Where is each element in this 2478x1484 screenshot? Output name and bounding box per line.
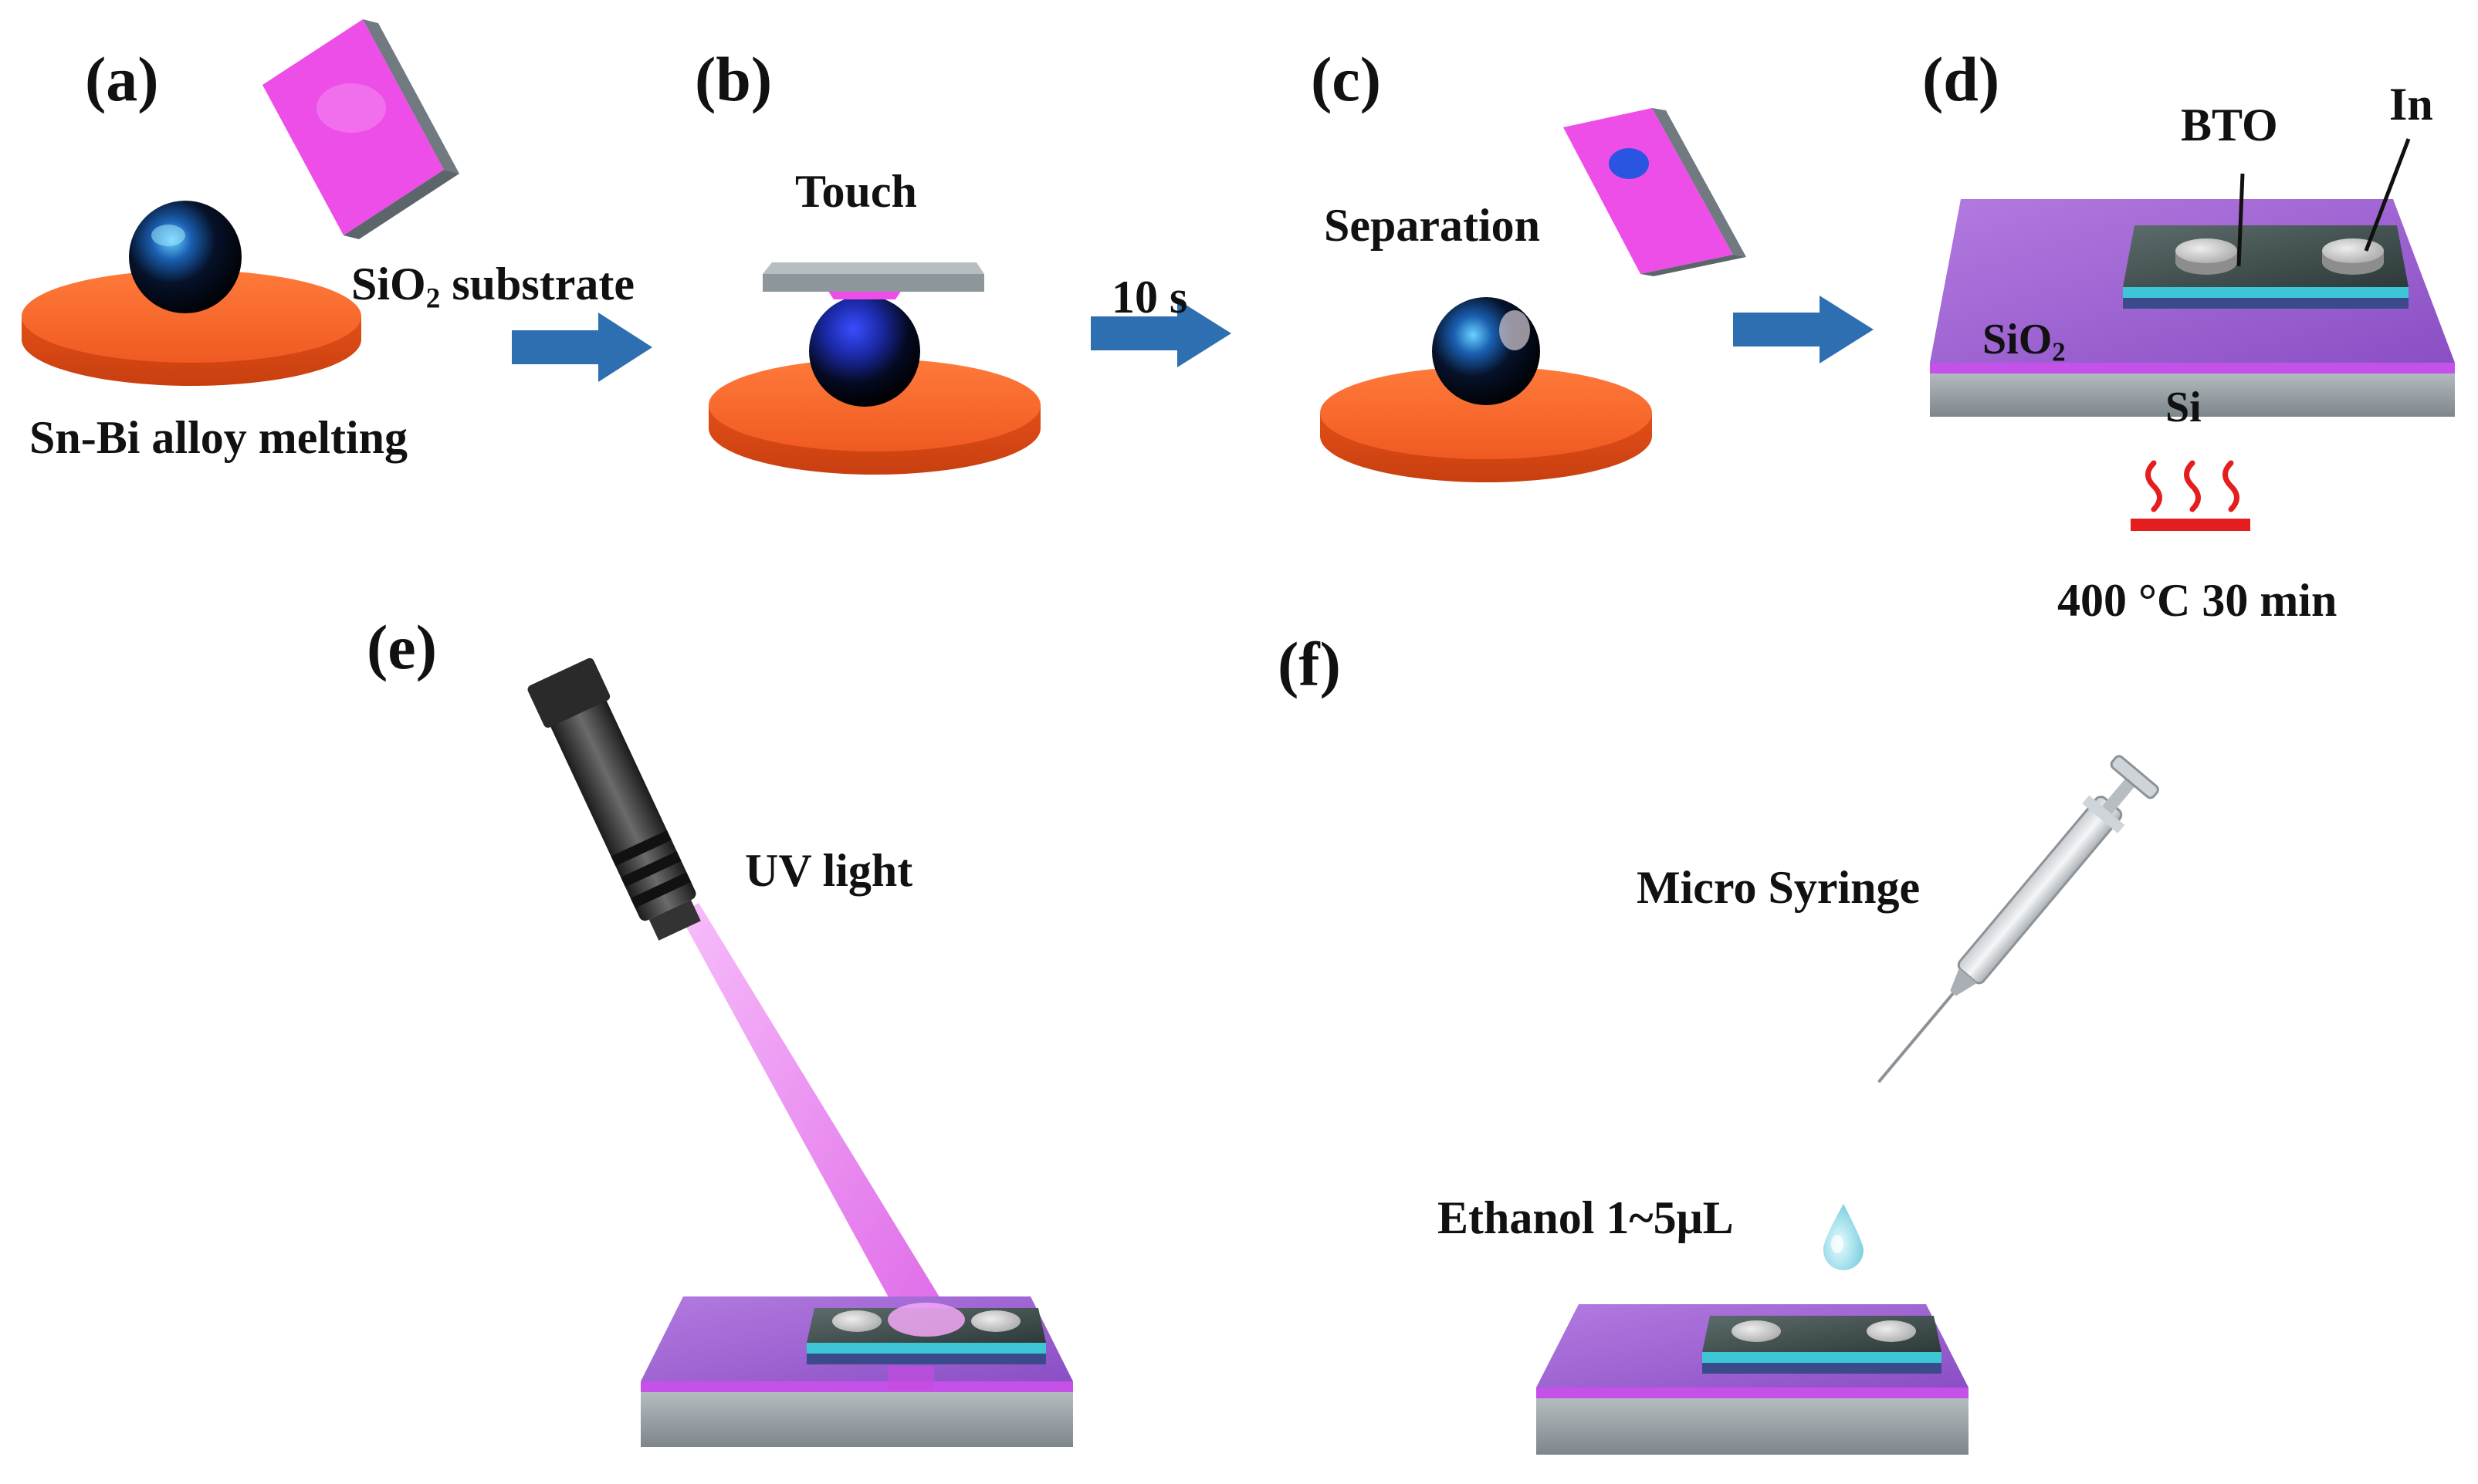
substrate-touch-b [763, 262, 984, 299]
anneal-label: 400 °C 30 min [2057, 575, 2338, 626]
substrate-label: SiO2 substrate [351, 259, 635, 315]
micro-syringe-label: Micro Syringe [1637, 862, 1921, 913]
alloy-droplet-b [809, 296, 920, 407]
indium-label: In [2389, 79, 2433, 130]
micro-syringe [1877, 755, 2159, 1083]
time-label: 10 s [1112, 272, 1188, 323]
substrate-separated-c [1563, 108, 1746, 276]
hotplate-c [1320, 367, 1652, 482]
indium-pad-left-d [2175, 238, 2237, 275]
ethanol-droplet [1823, 1204, 1864, 1270]
device-f [1536, 1304, 1969, 1455]
hotplate-a [22, 270, 361, 386]
substrate-tilted-a [262, 19, 459, 239]
ethanol-label: Ethanol 1~5μL [1437, 1192, 1734, 1243]
arrow-a-b [512, 313, 652, 382]
separation-label: Separation [1324, 200, 1541, 251]
touch-label: Touch [795, 166, 917, 217]
panel-label-d: (d) [1922, 44, 2000, 114]
bto-label: BTO [2181, 100, 2278, 150]
alloy-label: Sn-Bi alloy melting [29, 412, 408, 463]
indium-pad-right-d [2322, 238, 2384, 275]
alloy-droplet-c [1432, 297, 1540, 405]
panel-label-f: (f) [1278, 629, 1341, 699]
alloy-droplet-a [129, 201, 242, 313]
heater-bar [2131, 519, 2250, 531]
panel-label-e: (e) [367, 612, 438, 682]
arrow-c-d [1733, 296, 1874, 363]
uv-beam [679, 903, 969, 1343]
panel-label-a: (a) [85, 44, 159, 114]
bto-leader-line [2236, 173, 2245, 267]
uv-torch [527, 657, 701, 941]
panel-label-c: (c) [1311, 44, 1382, 114]
heater-icon [2145, 460, 2239, 512]
sio2-label: SiO2 [1982, 316, 2066, 367]
si-label: Si [2165, 384, 2202, 431]
indium-leader-line [2364, 138, 2411, 252]
device-e [641, 1296, 1073, 1447]
uv-light-label: UV light [745, 845, 913, 896]
arrow-b-c [1091, 299, 1231, 367]
panel-label-b: (b) [695, 44, 773, 114]
